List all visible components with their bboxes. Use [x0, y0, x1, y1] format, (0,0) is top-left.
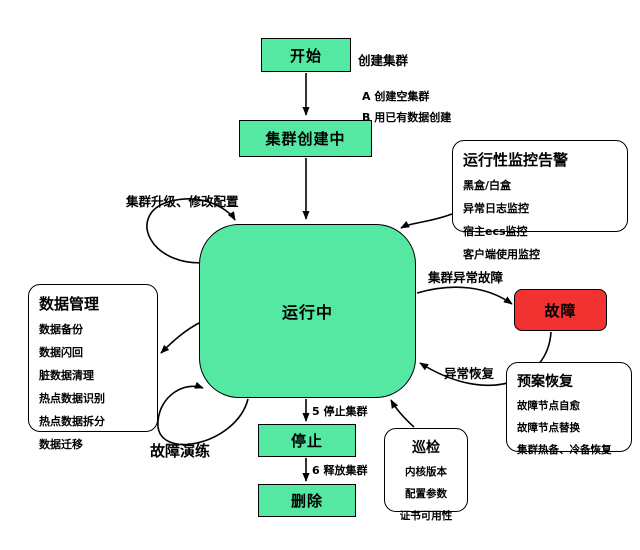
panel-inspection-item: 证书可用性 [399, 510, 453, 522]
label-fault-trigger: 集群异常故障 [428, 270, 504, 285]
node-creating: 集群创建中 [239, 120, 372, 157]
label-create-b: B 用已有数据创建 [362, 111, 452, 124]
panel-data-management-title: 数据管理 [39, 295, 100, 313]
panel-plan-recovery: 预案恢复 故障节点自愈 故障节点替换 集群热备、冷备恢复 [506, 362, 632, 456]
panel-data-management-item: 数据闪回 [39, 346, 83, 359]
label-recovery: 异常恢复 [444, 366, 495, 381]
panel-monitoring-item: 客户端使用监控 [463, 248, 540, 261]
label-upgrade: 集群升级、修改配置 [126, 194, 239, 209]
panel-data-management-item: 热点数据拆分 [39, 415, 105, 428]
edge-running-to-datamgmt [160, 321, 202, 354]
label-create-a: A 创建空集群 [362, 90, 430, 103]
node-stop: 停止 [258, 424, 356, 457]
panel-monitoring-item: 宿主ecs监控 [463, 225, 528, 238]
panel-data-management-item: 数据备份 [39, 323, 83, 336]
panel-monitoring: 运行性监控告警 黑盒/白盒 异常日志监控 宿主ecs监控 客户端使用监控 [452, 140, 628, 261]
panel-plan-recovery-item: 故障节点替换 [517, 422, 580, 434]
label-create-cluster: 创建集群 [358, 53, 409, 68]
edge-inspection-to-running [390, 399, 415, 428]
panel-inspection-item: 配置参数 [405, 488, 447, 500]
label-fault-drill: 故障演练 [150, 442, 211, 460]
node-running: 运行中 [199, 224, 416, 398]
panel-inspection-title: 巡检 [412, 440, 440, 456]
edge-monitoring-to-running [400, 213, 453, 229]
panel-monitoring-title: 运行性监控告警 [463, 151, 569, 169]
panel-data-management-item: 数据迁移 [39, 438, 83, 451]
panel-plan-recovery-title: 预案恢复 [517, 374, 573, 390]
panel-data-management-item: 脏数据清理 [39, 369, 94, 382]
panel-inspection-item: 内核版本 [405, 466, 447, 478]
panel-monitoring-item: 异常日志监控 [463, 202, 529, 215]
node-fault: 故障 [514, 289, 607, 331]
panel-plan-recovery-item: 集群热备、冷备恢复 [517, 444, 612, 456]
node-start: 开始 [261, 38, 351, 72]
panel-inspection: 巡检 内核版本 配置参数 证书可用性 [384, 428, 468, 522]
edge-running-to-fault [416, 286, 513, 305]
label-release-cluster: 6 释放集群 [312, 464, 368, 477]
label-stop-cluster: 5 停止集群 [312, 405, 368, 418]
panel-data-management: 数据管理 数据备份 数据闪回 脏数据清理 热点数据识别 热点数据拆分 数据迁移 [28, 284, 158, 451]
node-delete: 删除 [258, 484, 356, 517]
panel-plan-recovery-item: 故障节点自愈 [517, 400, 580, 412]
panel-monitoring-item: 黑盒/白盒 [463, 179, 512, 192]
panel-data-management-item: 热点数据识别 [39, 392, 105, 405]
